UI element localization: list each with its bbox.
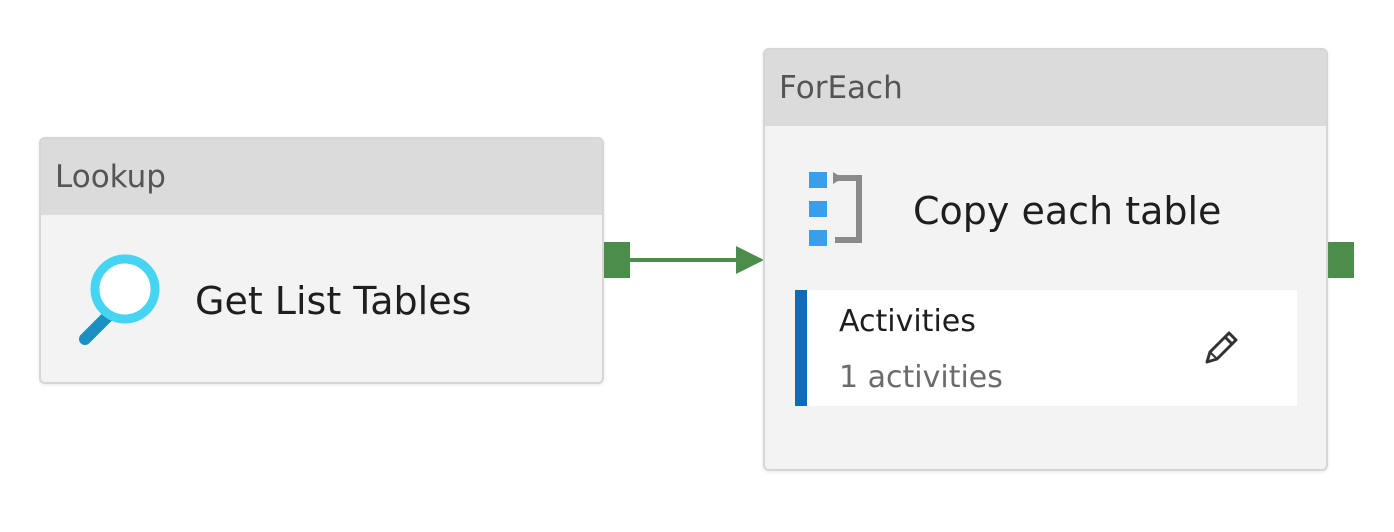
activity-name: Get List Tables xyxy=(195,279,472,323)
success-connector-arrow[interactable] xyxy=(630,240,764,280)
success-output-port[interactable] xyxy=(604,242,630,278)
inner-activities-title: Activities xyxy=(839,304,976,339)
inner-activities-panel[interactable]: Activities 1 activities xyxy=(795,290,1297,406)
activity-type-label: Lookup xyxy=(55,159,166,195)
foreach-activity-body: Copy each table xyxy=(807,170,1221,252)
inner-activities-count: 1 activities xyxy=(839,360,1003,395)
foreach-icon xyxy=(807,170,869,252)
activity-type-label: ForEach xyxy=(779,70,903,106)
lookup-activity-header: Lookup xyxy=(41,139,602,215)
foreach-activity-header: ForEach xyxy=(765,50,1326,126)
activity-name: Copy each table xyxy=(913,189,1222,233)
foreach-activity[interactable]: ForEach Copy each table Activities 1 act… xyxy=(763,48,1328,471)
lookup-activity-body: Get List Tables xyxy=(75,251,471,351)
search-icon xyxy=(75,251,165,351)
lookup-activity[interactable]: Lookup Get List Tables xyxy=(39,137,604,384)
success-output-port[interactable] xyxy=(1328,242,1354,278)
pencil-icon[interactable] xyxy=(1199,326,1243,370)
